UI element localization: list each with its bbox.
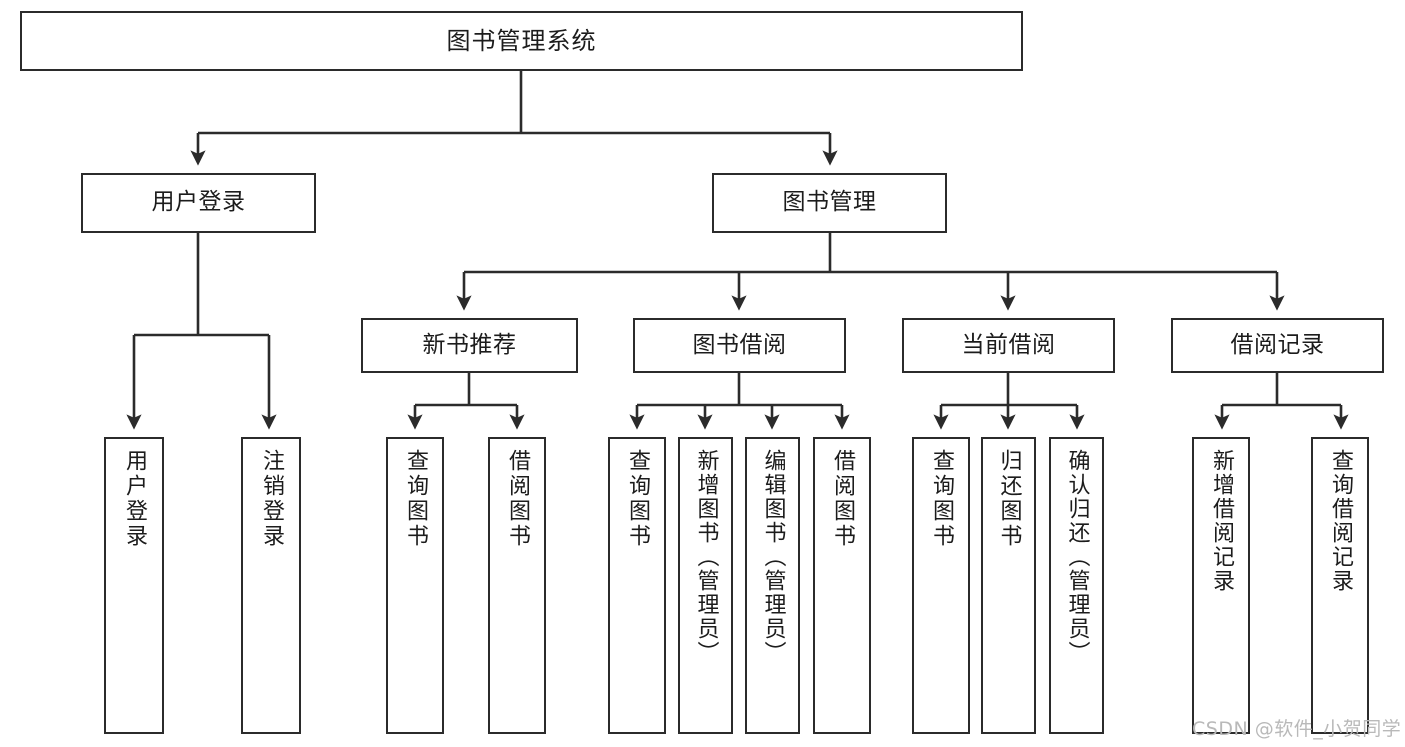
leaf-recommend-query-book[interactable]: 查询图书 (386, 437, 444, 734)
leaf-borrow-edit-book-admin-label: 编辑图书（管理员） (760, 449, 786, 665)
leaf-records-query-record[interactable]: 查询借阅记录 (1311, 437, 1369, 734)
node-borrow-records-label: 借阅记录 (1230, 331, 1325, 358)
leaf-borrow-query-book-label: 查询图书 (625, 449, 650, 549)
leaf-current-return-book-label: 归还图书 (996, 449, 1022, 549)
leaf-current-query-book-label: 查询图书 (929, 449, 954, 549)
node-new-book-recommend-label: 新书推荐 (422, 331, 517, 358)
node-book-borrow[interactable]: 图书借阅 (633, 318, 846, 373)
leaf-records-query-record-label: 查询借阅记录 (1328, 449, 1353, 593)
leaf-current-confirm-return-admin-label: 确认归还（管理员） (1064, 449, 1090, 665)
leaf-borrow-add-book-admin[interactable]: 新增图书（管理员） (678, 437, 733, 734)
node-book-management[interactable]: 图书管理 (712, 173, 947, 233)
leaf-user-login-logout[interactable]: 注销登录 (241, 437, 301, 734)
leaf-borrow-borrow-book[interactable]: 借阅图书 (813, 437, 871, 734)
leaf-borrow-edit-book-admin[interactable]: 编辑图书（管理员） (745, 437, 800, 734)
node-root[interactable]: 图书管理系统 (20, 11, 1023, 71)
leaf-borrow-query-book[interactable]: 查询图书 (608, 437, 666, 734)
leaf-user-login-logout-label: 注销登录 (259, 449, 284, 549)
leaf-records-add-record-label: 新增借阅记录 (1209, 449, 1234, 593)
node-book-management-label: 图书管理 (782, 189, 877, 216)
leaf-current-return-book[interactable]: 归还图书 (981, 437, 1036, 734)
leaf-user-login-login-label: 用户登录 (122, 449, 147, 549)
leaf-current-confirm-return-admin[interactable]: 确认归还（管理员） (1049, 437, 1104, 734)
node-borrow-records[interactable]: 借阅记录 (1171, 318, 1384, 373)
node-root-label: 图书管理系统 (446, 26, 597, 55)
leaf-borrow-borrow-book-label: 借阅图书 (830, 449, 855, 549)
node-user-login[interactable]: 用户登录 (81, 173, 316, 233)
leaf-borrow-add-book-admin-label: 新增图书（管理员） (693, 449, 719, 665)
node-new-book-recommend[interactable]: 新书推荐 (361, 318, 578, 373)
node-current-borrow[interactable]: 当前借阅 (902, 318, 1115, 373)
node-current-borrow-label: 当前借阅 (961, 331, 1056, 358)
leaf-records-add-record[interactable]: 新增借阅记录 (1192, 437, 1250, 734)
node-book-borrow-label: 图书借阅 (692, 331, 787, 358)
leaf-current-query-book[interactable]: 查询图书 (912, 437, 970, 734)
leaf-recommend-borrow-book[interactable]: 借阅图书 (488, 437, 546, 734)
leaf-recommend-borrow-book-label: 借阅图书 (505, 449, 530, 549)
node-user-login-label: 用户登录 (151, 189, 246, 216)
leaf-user-login-login[interactable]: 用户登录 (104, 437, 164, 734)
leaf-recommend-query-book-label: 查询图书 (403, 449, 428, 549)
